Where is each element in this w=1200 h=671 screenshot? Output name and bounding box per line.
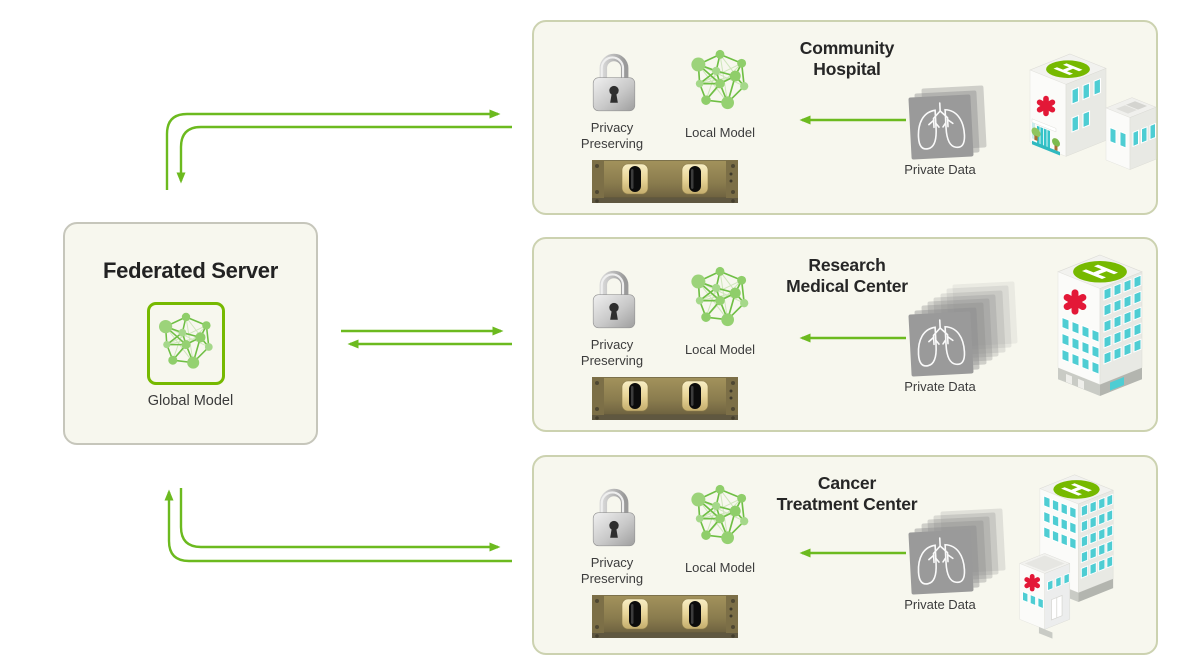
site-title: Cancer Treatment Center — [776, 473, 918, 514]
global-model-network-icon — [156, 311, 216, 377]
xray-scan-icon — [908, 94, 974, 160]
local-model-label: Local Model — [684, 560, 756, 575]
server-title: Federated Server — [103, 258, 278, 283]
global-model-label: Global Model — [147, 393, 234, 409]
privacy-preserving-label: Privacy Preserving — [580, 337, 644, 369]
research-medical-center-building-icon — [1035, 250, 1165, 425]
site-panel-research-medical-center: Privacy Preserving Local Model Research … — [532, 237, 1158, 432]
private-data-label: Private Data — [904, 597, 976, 612]
local-model-icon — [687, 483, 753, 553]
site-title: Research Medical Center — [786, 255, 908, 296]
arrow-server-to-site1 — [165, 109, 501, 190]
federated-server-panel: Federated Server Global Model — [63, 222, 318, 445]
private-data-label: Private Data — [904, 162, 976, 177]
xray-scan-icon — [908, 311, 974, 377]
server-rack-icon — [592, 595, 738, 639]
local-model-label: Local Model — [684, 342, 756, 357]
community-hospital-building-icon — [1012, 48, 1167, 203]
arrow-site3-to-server — [164, 489, 512, 563]
private-data-stack — [908, 62, 1020, 162]
privacy-preserving-label: Privacy Preserving — [580, 120, 644, 152]
server-rack-icon — [592, 160, 738, 204]
padlock-icon — [589, 267, 639, 331]
privacy-preserving-label: Privacy Preserving — [580, 555, 644, 587]
padlock-icon — [589, 485, 639, 549]
padlock-icon — [589, 50, 639, 114]
local-model-label: Local Model — [684, 125, 756, 140]
xray-scan-icon — [908, 529, 974, 595]
arrow-server-to-site3 — [179, 488, 501, 552]
cancer-treatment-center-building-icon — [1002, 469, 1152, 655]
server-rack-icon — [592, 377, 738, 421]
site-panel-community-hospital: Privacy Preserving Local Model Community… — [532, 20, 1158, 215]
arrow-site1-to-server — [176, 125, 512, 184]
private-data-label: Private Data — [904, 379, 976, 394]
local-model-icon — [687, 48, 753, 118]
local-model-icon — [687, 265, 753, 335]
site-panel-cancer-treatment-center: Privacy Preserving Local Model Cancer Tr… — [532, 455, 1158, 655]
private-data-stack — [908, 279, 1020, 379]
site-title: Community Hospital — [799, 38, 895, 79]
global-model-box — [147, 302, 225, 385]
